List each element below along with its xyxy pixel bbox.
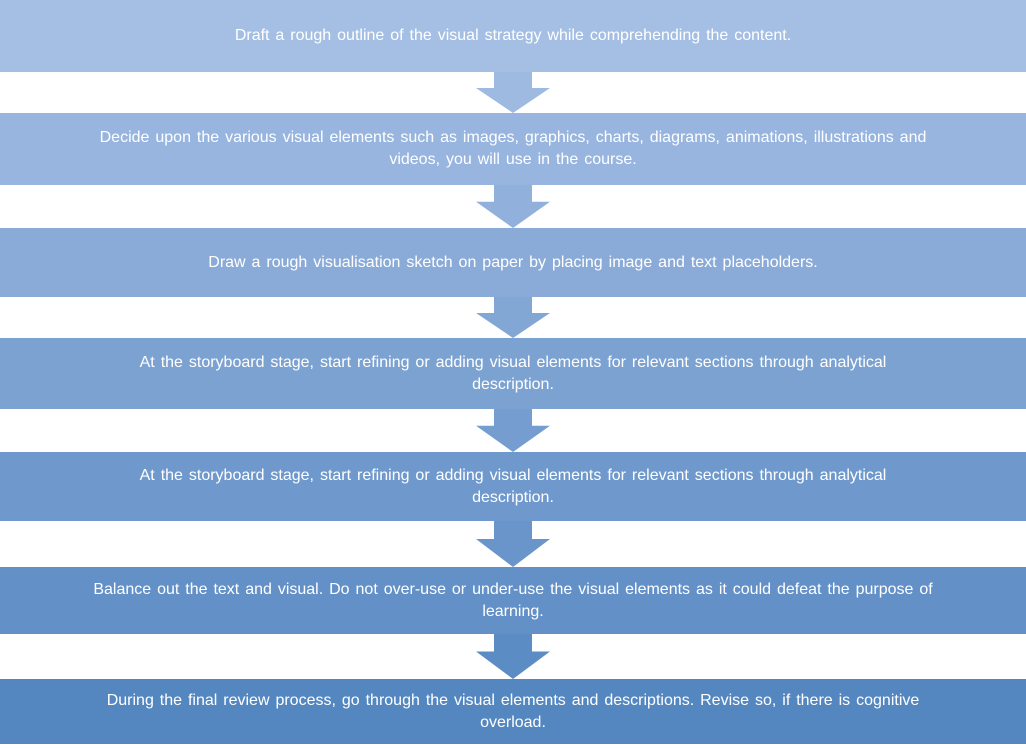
down-arrow-shape	[476, 297, 550, 338]
flow-step-7-text-line-2: overload.	[480, 713, 546, 731]
down-arrow-shape	[476, 72, 550, 113]
flow-step-6: Balance out the text and visual. Do not …	[0, 567, 1026, 634]
flow-step-4: At the storyboard stage, start refining …	[0, 338, 1026, 409]
flow-connector-1	[0, 72, 1026, 113]
flow-step-3: Draw a rough visualisation sketch on pap…	[0, 228, 1026, 297]
down-arrow-shape	[476, 521, 550, 567]
flow-connector-3	[0, 297, 1026, 338]
flow-step-3-text: Draw a rough visualisation sketch on pap…	[208, 253, 818, 271]
flow-step-5: At the storyboard stage, start refining …	[0, 452, 1026, 521]
flow-step-2-text-line-1: Decide upon the various visual elements …	[99, 129, 927, 146]
down-arrow-icon	[476, 72, 550, 113]
flow-step-2: Decide upon the various visual elements …	[0, 113, 1026, 185]
down-arrow-icon	[476, 634, 550, 679]
flow-step-6-text-line-2: learning.	[482, 602, 544, 620]
down-arrow-shape	[476, 409, 550, 452]
flow-step-7-text-line-1: During the final review process, go thro…	[106, 691, 920, 709]
flow-step-4-text-line-2: description.	[472, 375, 554, 393]
down-arrow-shape	[476, 185, 550, 228]
flow-connector-2	[0, 185, 1026, 228]
down-arrow-icon	[476, 185, 550, 228]
flow-connector-6	[0, 634, 1026, 679]
flow-step-1-text: Draft a rough outline of the visual stra…	[234, 27, 792, 44]
down-arrow-icon	[476, 297, 550, 338]
flow-step-2-text-line-2: videos, you will use in the course.	[389, 151, 637, 168]
flow-step-6-text-line-1: Balance out the text and visual. Do not …	[93, 580, 933, 598]
flow-step-1: Draft a rough outline of the visual stra…	[0, 0, 1026, 72]
down-arrow-icon	[476, 409, 550, 452]
flow-connector-5	[0, 521, 1026, 567]
flow-step-7: During the final review process, go thro…	[0, 679, 1026, 744]
down-arrow-shape	[476, 634, 550, 679]
flow-step-5-text-line-2: description.	[472, 488, 554, 506]
flow-step-4-text-line-1: At the storyboard stage, start refining …	[139, 353, 887, 371]
flow-step-5-text-line-1: At the storyboard stage, start refining …	[139, 466, 887, 484]
flow-connector-4	[0, 409, 1026, 452]
down-arrow-icon	[476, 521, 550, 567]
